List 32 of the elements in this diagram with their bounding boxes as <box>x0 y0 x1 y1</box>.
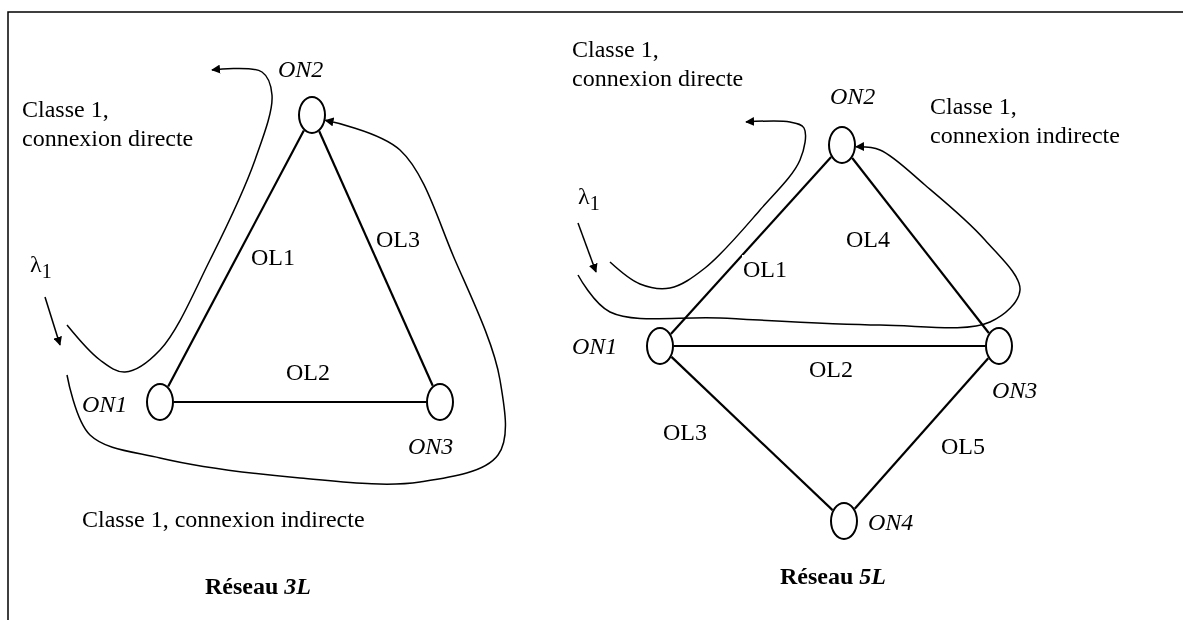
node-label: ON3 <box>992 376 1038 405</box>
link-line <box>318 130 434 387</box>
node-circle <box>985 327 1013 365</box>
node-circle <box>146 383 174 421</box>
node-label: ON4 <box>868 508 914 537</box>
node-label: ON1 <box>82 390 128 419</box>
route-label: Classe 1, connexion directe <box>572 35 744 93</box>
link-line <box>853 357 990 510</box>
route-arrow <box>577 142 1021 329</box>
network-title: Réseau 3L <box>205 572 311 601</box>
node-label: ON1 <box>572 332 618 361</box>
route-label: Classe 1, connexion directe <box>22 95 194 153</box>
node-circle <box>646 327 674 365</box>
node-circle <box>298 96 326 134</box>
node-label: ON2 <box>830 82 876 111</box>
node-circle <box>830 502 858 540</box>
node-circle <box>426 383 454 421</box>
wavelength-label: λ$_{1}$ <box>578 182 600 215</box>
link-line <box>670 156 832 335</box>
node-circle <box>828 126 856 164</box>
network-title: Réseau 5L <box>780 562 886 591</box>
link-line <box>851 157 990 334</box>
route-arrow <box>66 117 507 485</box>
link-line <box>670 356 834 511</box>
route-label: Classe 1, connexion indirecte <box>82 505 365 534</box>
link-line <box>674 344 985 348</box>
link-line <box>167 129 305 388</box>
link-line <box>174 400 426 404</box>
wavelength-label: λ$_{1}$ <box>30 250 52 283</box>
node-label: ON3 <box>408 432 454 461</box>
node-label: ON2 <box>278 55 324 84</box>
route-label: Classe 1, connexion indirecte <box>930 92 1120 150</box>
